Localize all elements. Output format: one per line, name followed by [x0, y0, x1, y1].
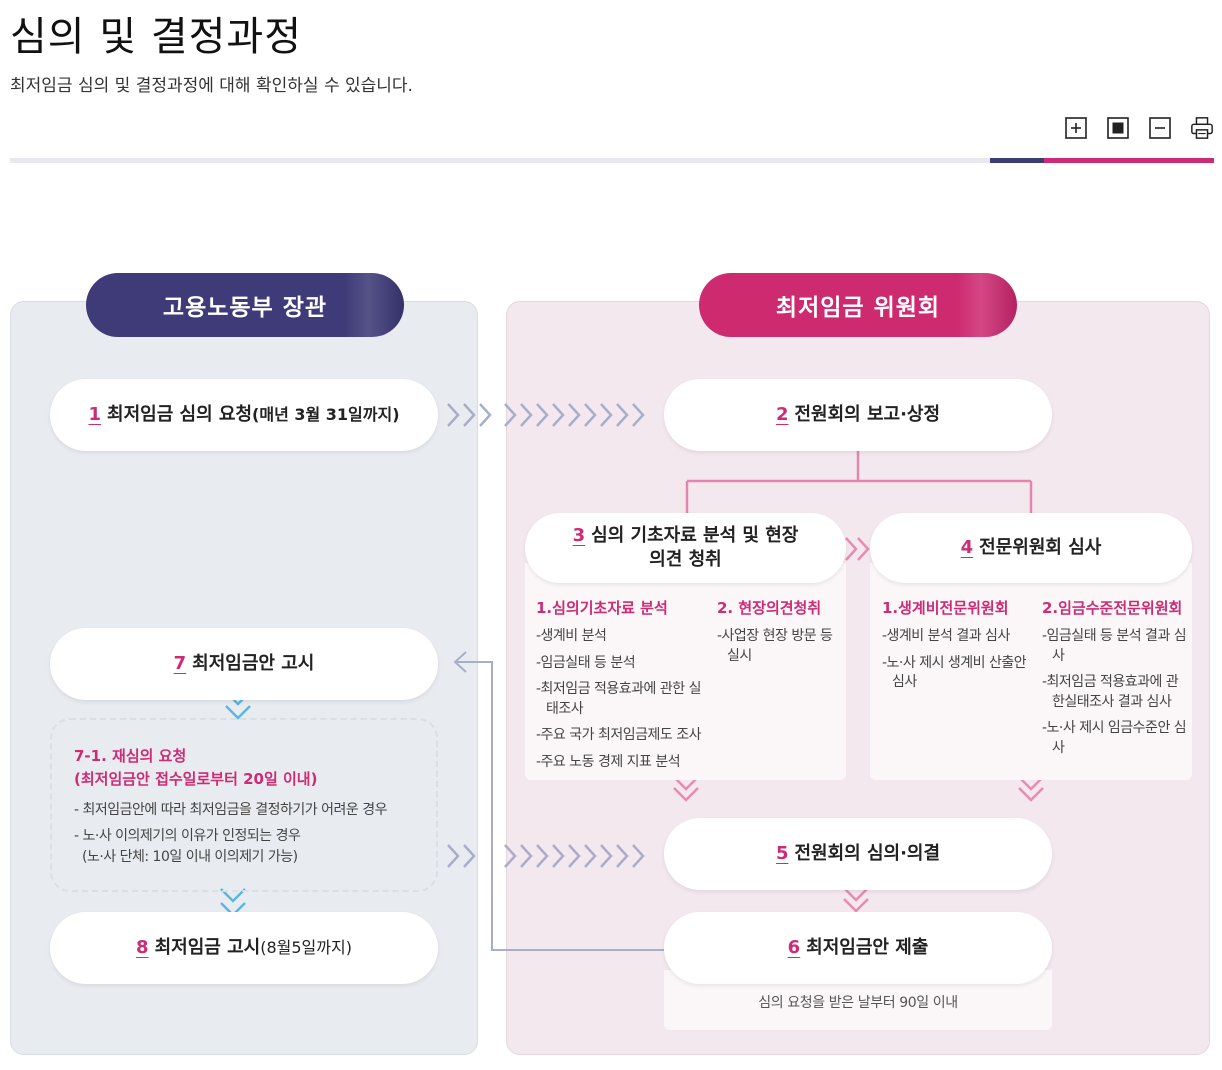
- step-label: 최저임금 고시: [154, 936, 261, 958]
- chevron-3-to-4: [845, 537, 870, 561]
- minus-box-icon: [1149, 117, 1171, 139]
- s4-col-wage-level: 2.임금수준전문위원회 -임금실태 등 분석 결과 심사 -최저임금 적용효과에…: [1042, 598, 1190, 766]
- step-number: 5: [775, 842, 789, 864]
- zoom-reset-button[interactable]: [1106, 116, 1130, 140]
- plus-box-icon: [1065, 117, 1087, 139]
- list-item: -최저임금 적용효과에 관한실태조사 결과 심사: [1042, 674, 1179, 710]
- chevron-row-recon-to-5: [447, 844, 645, 868]
- step-number: 7: [173, 652, 187, 674]
- underline-accent-pink: [1044, 158, 1214, 163]
- step-label: 최저임금 심의 요청: [107, 403, 253, 425]
- recon-title: 7-1. 재심의 요청 (최저임금안 접수일로부터 20일 이내): [74, 745, 317, 790]
- list-item: -주요 국가 최저임금제도 조사: [536, 727, 701, 744]
- page-title: 심의 및 결정과정: [10, 14, 303, 60]
- step-number: 8: [136, 936, 149, 958]
- step-4-expert-committee: 4 전문위원회 심사: [870, 513, 1192, 583]
- step-2-plenary-report: 2 전원회의 보고·상정: [664, 379, 1052, 451]
- list-item: -생계비 분석: [536, 628, 607, 644]
- step-label: 전문위원회 심사: [979, 536, 1102, 558]
- step-number: 4: [960, 536, 974, 558]
- s4-col-living-cost: 1.생계비전문위원회 -생계비 분석 결과 심사 -노·사 제시 생계비 산출안…: [882, 598, 1032, 700]
- list-item: -생계비 분석 결과 심사: [882, 628, 1010, 644]
- step-number: 2: [775, 403, 789, 425]
- s4-col2-title: 2.임금수준전문위원회: [1042, 599, 1183, 617]
- step-3-detail-box: [525, 563, 846, 780]
- chevron-4-down: [1018, 776, 1044, 802]
- title-underline: [10, 158, 1214, 163]
- commission-heading-label: 최저임금 위원회: [775, 295, 941, 321]
- list-item: (노·사 단체: 10일 이내 이의제기 가능): [82, 849, 298, 865]
- list-item: -노·사 제시 생계비 산출안 심사: [882, 654, 1027, 691]
- underline-accent-navy: [990, 158, 1044, 163]
- step-label: 최저임금안 고시: [192, 652, 315, 674]
- s3-col-field: 2. 현장의견청취 -사업장 현장 방문 등 실시: [717, 598, 837, 673]
- zoom-out-button[interactable]: [1148, 116, 1172, 140]
- zoom-in-button[interactable]: [1064, 116, 1088, 140]
- step-label: 전원회의 심의·의결: [794, 842, 941, 864]
- step-number: 3: [572, 524, 586, 546]
- list-item: - 노·사 이의제기의 이유가 인정되는 경우: [74, 828, 301, 844]
- list-item: - 최저임금안에 따라 최저임금을 결정하기가 어려운 경우: [74, 802, 388, 818]
- list-item: -임금실태 등 분석 결과 심사: [1042, 628, 1187, 664]
- print-button[interactable]: [1190, 116, 1214, 140]
- step-5-plenary-resolution: 5 전원회의 심의·의결: [664, 818, 1052, 890]
- s3-col2-title: 2. 현장의견청취: [717, 599, 822, 617]
- step-7-draft-notice: 7 최저임금안 고시: [50, 628, 438, 700]
- recon-title-line2: (최저임금안 접수일로부터 20일 이내): [74, 769, 318, 788]
- tree-connector: [685, 451, 1033, 513]
- square-box-icon: [1107, 117, 1129, 139]
- list-item: -임금실태 등 분석: [536, 654, 636, 671]
- recon-title-line1: 7-1. 재심의 요청: [74, 747, 187, 765]
- page-subtitle: 최저임금 심의 및 결정과정에 대해 확인하실 수 있습니다.: [10, 76, 413, 96]
- list-item: -노·사 제시 임금수준안 심사: [1042, 720, 1187, 756]
- step-note: (매년 3월 31일까지): [252, 405, 400, 425]
- toolbar: [1064, 116, 1214, 140]
- step-label: 심의 기초자료 분석 및 현장: [591, 524, 799, 546]
- reconsideration-box: 7-1. 재심의 요청 (최저임금안 접수일로부터 20일 이내) - 최저임금…: [50, 718, 438, 892]
- step-number: 1: [88, 403, 102, 425]
- chevron-5-down: [843, 887, 869, 913]
- ministry-heading: 고용노동부 장관: [86, 273, 404, 337]
- step-1-request: 1 최저임금 심의 요청 (매년 3월 31일까지): [50, 379, 438, 451]
- list-item: -주요 노동 경제 지표 분석: [536, 753, 681, 770]
- return-arrow-6-to-7: [453, 651, 664, 951]
- step-note: (8월5일까지): [260, 938, 352, 958]
- s3-col1-title: 1.심의기초자료 분석: [536, 599, 668, 617]
- list-item: -최저임금 적용효과에 관한 실태조사: [536, 681, 701, 717]
- step-4-detail-box: [870, 563, 1192, 780]
- chevron-row-1-to-2: [447, 403, 645, 427]
- step-label-line2: 의견 청취: [649, 549, 722, 570]
- step-6-note: 심의 요청을 받은 날부터 90일 이내: [758, 995, 958, 1011]
- chevron-3-down: [673, 776, 699, 802]
- step-6-submission: 6 최저임금안 제출: [664, 912, 1052, 984]
- ministry-heading-label: 고용노동부 장관: [162, 295, 328, 321]
- printer-icon: [1191, 117, 1213, 139]
- s3-col-analysis: 1.심의기초자료 분석 -생계비 분석 -임금실태 등 분석 -최저임금 적용효…: [536, 598, 706, 780]
- commission-heading: 최저임금 위원회: [699, 273, 1017, 337]
- step-label: 최저임금안 제출: [806, 936, 929, 958]
- list-item: -사업장 현장 방문 등 실시: [717, 628, 833, 664]
- s4-col1-title: 1.생계비전문위원회: [882, 599, 1009, 617]
- step-8-final-notice: 8 최저임금 고시 (8월5일까지): [50, 912, 438, 984]
- step-number: 6: [787, 936, 801, 958]
- step-label: 전원회의 보고·상정: [794, 403, 941, 425]
